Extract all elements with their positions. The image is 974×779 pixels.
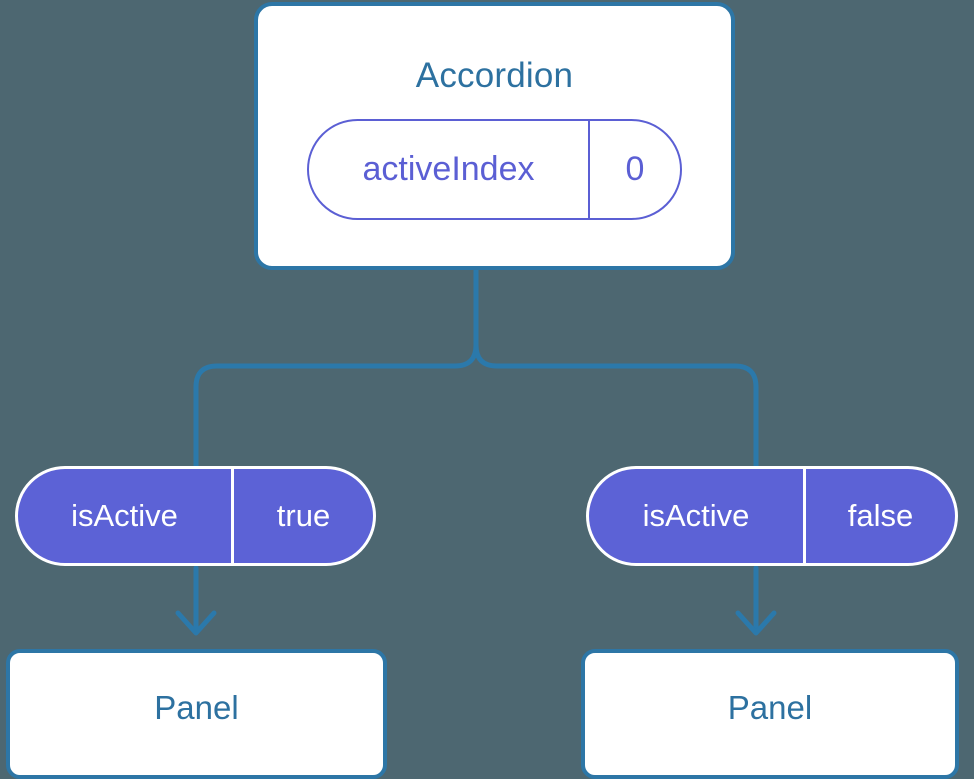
- state-pill-key: activeIndex: [309, 121, 590, 218]
- prop-pill-left: isActive true: [15, 466, 376, 566]
- connector-right-branch: [473, 265, 759, 469]
- state-pill-activeindex: activeIndex 0: [307, 119, 682, 220]
- panel-label-right: Panel: [727, 689, 813, 726]
- prop-pill-right-key: isActive: [589, 469, 806, 563]
- state-pill-value: 0: [625, 150, 645, 188]
- panel-label-left: Panel: [154, 689, 239, 726]
- prop-pill-right-value: false: [847, 498, 914, 533]
- arrow-right-panel: [735, 565, 777, 636]
- panel-card-right: Panel: [581, 649, 959, 779]
- arrow-left-panel: [175, 565, 217, 636]
- panel-card-left: Panel: [6, 649, 387, 779]
- prop-pill-left-key: isActive: [18, 469, 234, 563]
- prop-pill-left-value: true: [276, 498, 331, 533]
- prop-pill-right: isActive false: [586, 466, 958, 566]
- accordion-title: Accordion: [415, 56, 574, 95]
- connector-left-branch: [193, 265, 479, 469]
